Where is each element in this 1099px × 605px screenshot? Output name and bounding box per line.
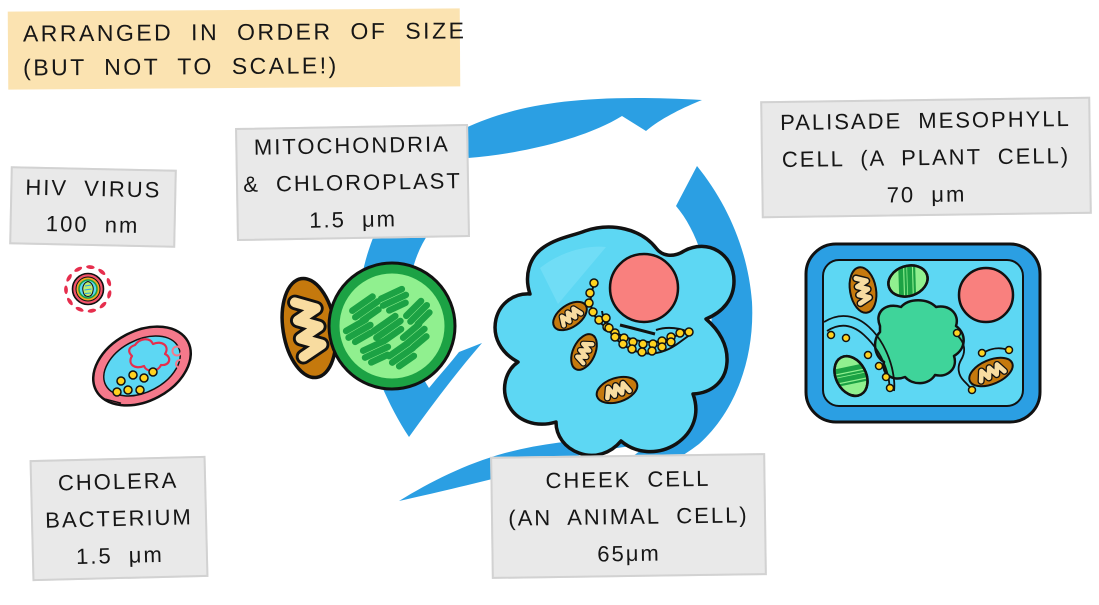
cholera-bacterium-icon bbox=[91, 325, 193, 407]
label-line: & CHLOROPLAST bbox=[242, 168, 462, 197]
label-mitochondria-chloroplast: MITOCHONDRIA & CHLOROPLAST 1.5 μm bbox=[235, 123, 470, 242]
mitochondrion-icon bbox=[595, 375, 639, 405]
chloroplast-icon bbox=[327, 261, 457, 391]
label-palisade-mesophyll-cell: PALISADE MESOPHYLL CELL (A PLANT CELL) 7… bbox=[760, 96, 1092, 219]
nucleus bbox=[608, 252, 680, 324]
label-line: 1.5 μm bbox=[309, 206, 398, 233]
label-line: (AN ANIMAL CELL) bbox=[508, 501, 749, 531]
plant-cell-icon bbox=[804, 242, 1042, 424]
label-line: 65μm bbox=[597, 540, 661, 566]
mitochondrion-icon bbox=[848, 266, 878, 314]
label-line: BACTERIUM bbox=[44, 504, 194, 533]
vacuole bbox=[873, 299, 965, 385]
title-box: ARRANGED IN ORDER OF SIZE (BUT NOT TO SC… bbox=[7, 8, 467, 90]
label-cheek-cell: CHEEK CELL (AN ANIMAL CELL) 65μm bbox=[490, 453, 767, 579]
label-cholera-bacterium: CHOLERA BACTERIUM 1.5 μm bbox=[29, 455, 209, 582]
mitochondrion-icon bbox=[280, 276, 338, 380]
label-line: 70 μm bbox=[886, 181, 967, 208]
label-line: 100 nm bbox=[45, 211, 140, 238]
nucleus bbox=[957, 266, 1015, 324]
label-line: CHOLERA bbox=[57, 467, 179, 496]
chloroplast-icon bbox=[887, 261, 929, 301]
hiv-virus-icon bbox=[64, 265, 112, 313]
label-line: HIV VIRUS bbox=[25, 174, 162, 203]
cheek-cell-icon bbox=[493, 225, 736, 458]
mitochondrion-icon bbox=[280, 276, 338, 380]
chloroplast-icon bbox=[829, 354, 873, 398]
label-line: CHEEK CELL bbox=[545, 465, 711, 493]
title-line: (BUT NOT TO SCALE!) bbox=[23, 52, 339, 81]
label-line: MITOCHONDRIA bbox=[253, 131, 451, 160]
mitochondrion-icon bbox=[552, 300, 588, 332]
label-line: 1.5 μm bbox=[75, 541, 165, 570]
mitochondrion-icon bbox=[570, 333, 598, 371]
title-line: ARRANGED IN ORDER OF SIZE bbox=[22, 17, 467, 47]
label-hiv-virus: HIV VIRUS 100 nm bbox=[9, 166, 177, 248]
label-line: CELL (A PLANT CELL) bbox=[781, 142, 1071, 173]
label-line: PALISADE MESOPHYLL bbox=[780, 105, 1071, 136]
mitochondrion-icon bbox=[968, 356, 1014, 388]
